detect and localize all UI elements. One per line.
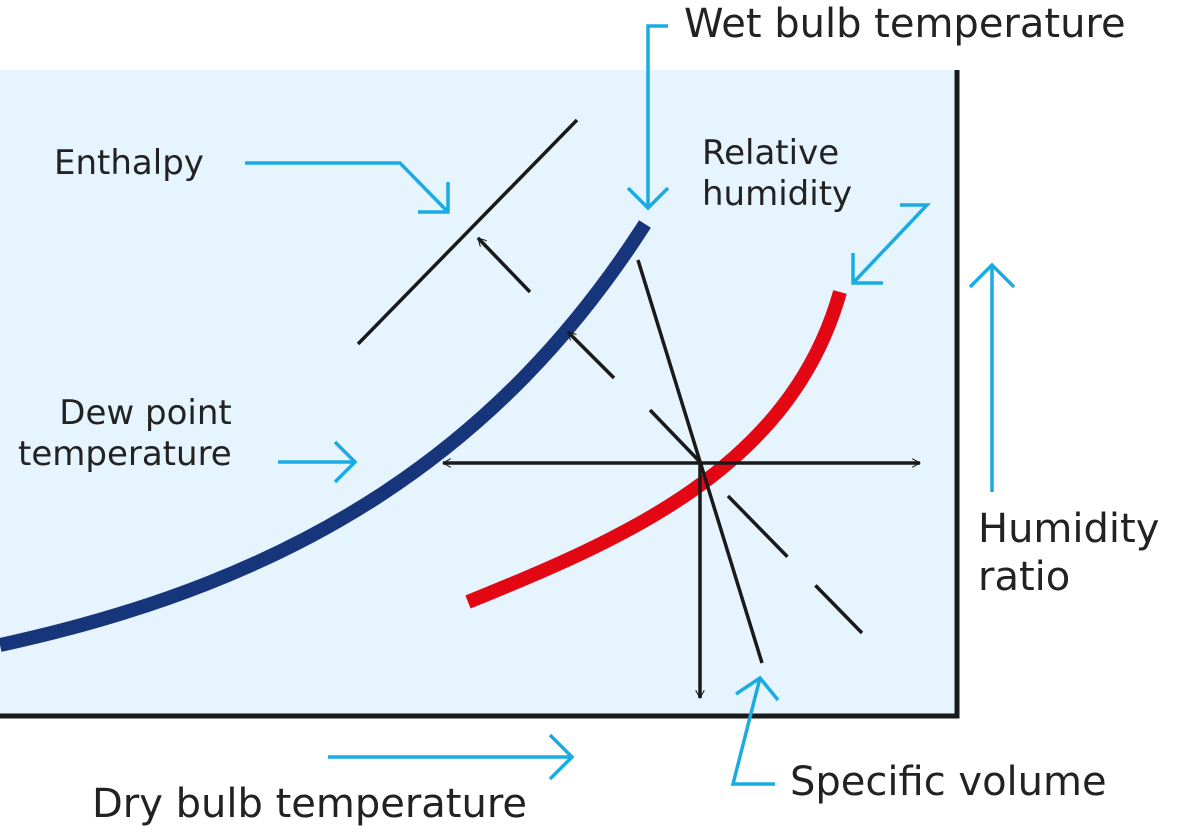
arrow-icon xyxy=(968,262,1016,492)
arrow-icon xyxy=(245,161,450,214)
arrow-icon xyxy=(851,203,932,285)
humidity-ratio-label-line1: Humidity xyxy=(978,506,1160,552)
humidity-ratio-label-line2: ratio xyxy=(978,554,1071,600)
arrow-icon xyxy=(626,24,670,211)
enthalpy-line xyxy=(356,118,579,346)
arrow-icon xyxy=(278,440,358,484)
wet-bulb-label: Wet bulb temperature xyxy=(684,1,1126,47)
relative-humidity-label-line1: Relative xyxy=(702,133,840,173)
dew-point-curve xyxy=(0,220,651,652)
relative-humidity-label-line2: humidity xyxy=(702,173,853,214)
enthalpy-label: Enthalpy xyxy=(54,143,204,183)
dry-bulb-label: Dry bulb temperature xyxy=(92,781,528,827)
enthalpy-diagonal xyxy=(648,408,702,464)
relative-humidity-curve xyxy=(465,290,847,609)
dew-point-label: Dew point temperature xyxy=(18,393,232,475)
arrow-icon xyxy=(730,675,780,786)
arrowhead-icon xyxy=(476,236,532,294)
dew-point-label-line2: temperature xyxy=(18,433,232,474)
arrow-icon xyxy=(328,733,575,781)
humidity-ratio-label: Humidity ratio xyxy=(978,505,1159,601)
enthalpy-diagonal-dashed xyxy=(726,494,864,635)
relative-humidity-label: Relative humidity xyxy=(702,133,852,215)
specific-volume-label: Specific volume xyxy=(790,759,1107,805)
arrowhead-icon xyxy=(566,330,616,380)
chart-frame xyxy=(0,70,960,719)
dew-point-label-line1: Dew point xyxy=(59,393,232,433)
